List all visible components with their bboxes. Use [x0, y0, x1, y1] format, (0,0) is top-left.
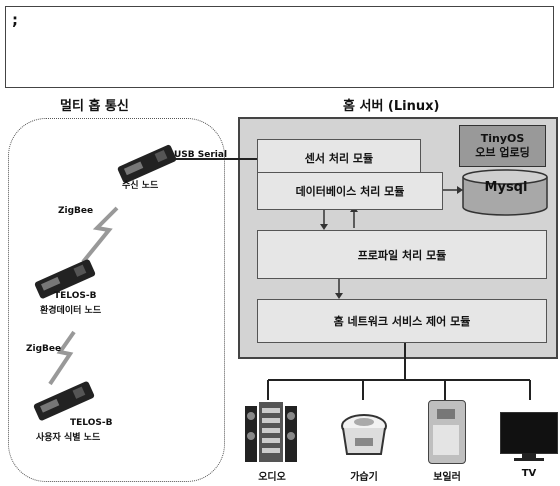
multihop-title: 멀티 홉 통신	[60, 99, 129, 114]
top-frame: ;	[5, 6, 554, 88]
receiver-node-label: 수신 노드	[122, 181, 159, 191]
environment-node-line2: 환경데이터 노드	[40, 306, 102, 316]
top-frame-text: ;	[12, 11, 18, 29]
network-module-label: 홈 네트워크 서비스 제어 모듈	[333, 315, 471, 328]
database-module-label: 데이터베이스 처리 모듈	[295, 185, 405, 198]
environment-node-line1: TELOS-B	[54, 291, 97, 301]
humidifier-icon	[341, 414, 387, 455]
tv-icon	[500, 412, 558, 462]
zigbee-label-2: ZigBee	[26, 344, 62, 354]
database-module: 데이터베이스 처리 모듈	[257, 172, 443, 210]
tinyos-box: TinyOS 오브 업로딩	[459, 125, 546, 167]
profile-module: 프로파일 처리 모듈	[257, 230, 547, 279]
humidifier-label: 가습기	[350, 472, 378, 483]
home-server-title: 홈 서버 (Linux)	[343, 99, 440, 114]
sensor-module-label: 센서 처리 모듈	[304, 152, 374, 165]
mysql-database-icon	[462, 169, 548, 216]
profile-module-label: 프로파일 처리 모듈	[357, 248, 447, 262]
boiler-label: 보일러	[433, 472, 461, 483]
user-id-node-line1: TELOS-B	[70, 418, 113, 428]
boiler-icon	[428, 400, 466, 464]
audio-label: 오디오	[258, 472, 286, 483]
network-module: 홈 네트워크 서비스 제어 모듈	[257, 299, 547, 343]
mysql-label: Mysql	[484, 180, 528, 195]
audio-icon	[245, 402, 299, 464]
tinyos-line1: TinyOS	[480, 132, 525, 145]
tinyos-line2: 오브 업로딩	[475, 146, 530, 159]
multihop-panel	[8, 118, 225, 482]
zigbee-label-1: ZigBee	[58, 206, 94, 216]
usb-serial-label: USB Serial	[174, 150, 228, 160]
sensor-module: 센서 처리 모듈	[257, 139, 421, 177]
tv-label: TV	[521, 468, 537, 479]
user-id-node-line2: 사용자 식별 노드	[36, 433, 101, 443]
